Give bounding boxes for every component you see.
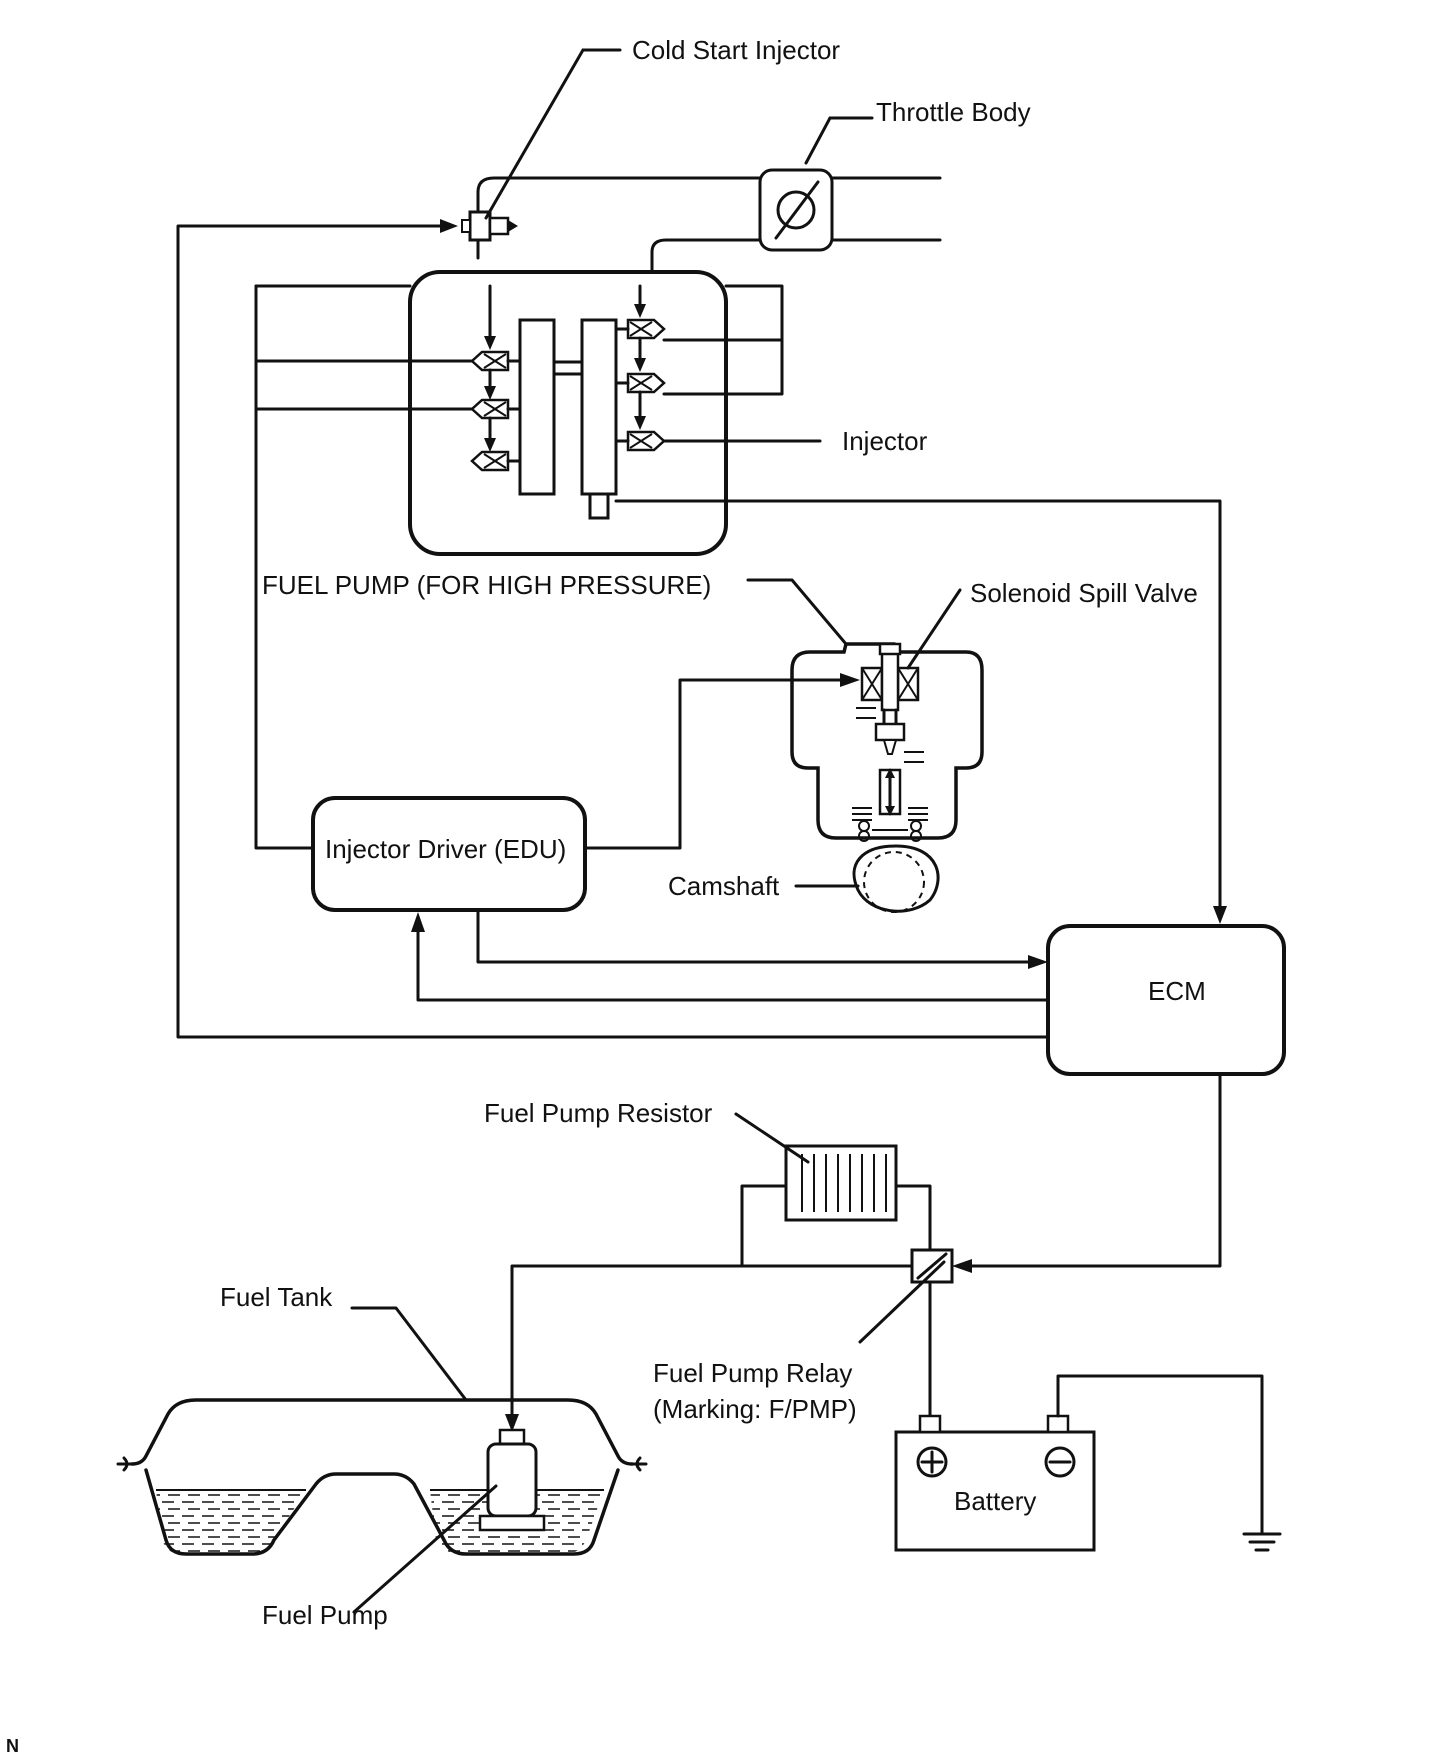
ecm-label: ECM xyxy=(1148,976,1206,1006)
injector-driver-label: Injector Driver (EDU) xyxy=(325,834,566,864)
relay-wiring xyxy=(505,1072,1222,1432)
injector-icon xyxy=(470,398,522,420)
rail-to-ecm-line xyxy=(614,499,1227,924)
relay-leader xyxy=(858,1260,946,1344)
injector-driver-box xyxy=(311,796,587,912)
high-pressure-pump-label: FUEL PUMP (FOR HIGH PRESSURE) xyxy=(262,570,711,600)
minus-icon xyxy=(1044,1446,1076,1478)
fuel-pump-resistor-symbol xyxy=(784,1144,898,1222)
battery-label: Battery xyxy=(954,1486,1036,1516)
injector-wiring xyxy=(254,284,784,850)
cold-start-injector-label: Cold Start Injector xyxy=(632,35,840,65)
fuel-pump-symbol xyxy=(478,1428,546,1532)
injector-label: Injector xyxy=(842,426,928,456)
ground-wiring xyxy=(1056,1374,1282,1552)
injector-icon xyxy=(614,372,666,394)
throttle-body-label: Throttle Body xyxy=(876,97,1031,127)
solenoid-spill-valve-label: Solenoid Spill Valve xyxy=(970,578,1198,608)
high-pressure-pump xyxy=(790,642,984,842)
cold-start-leader xyxy=(484,48,585,220)
edu-to-solenoid-line xyxy=(583,673,860,850)
fuel-pump-relay-label: Fuel Pump Relay xyxy=(653,1358,852,1388)
right-injector-bank xyxy=(614,284,666,452)
fuel-pump-relay-marking: (Marking: F/PMP) xyxy=(653,1394,857,1424)
fuel-rails xyxy=(518,318,618,520)
camshaft-symbol xyxy=(852,844,940,913)
fuel-tank-label: Fuel Tank xyxy=(220,1282,333,1312)
resistor-leader xyxy=(734,1112,810,1164)
high-pressure-pump-leader xyxy=(746,578,848,646)
injector-icon xyxy=(614,318,666,340)
injector-icon xyxy=(470,350,522,372)
fuel-tank-leader xyxy=(350,1306,468,1402)
fuel-pump-resistor-label: Fuel Pump Resistor xyxy=(484,1098,713,1128)
edu-ecm-lines xyxy=(411,908,1050,1002)
injector-icon xyxy=(470,450,522,472)
solenoid-leader xyxy=(906,588,962,670)
fuel-pump-leader xyxy=(352,1484,498,1614)
fuel-tank-symbol xyxy=(116,1398,648,1556)
battery-symbol xyxy=(894,1414,1096,1552)
engine-block xyxy=(408,270,728,556)
fuel-pump-relay-symbol xyxy=(910,1248,954,1284)
plus-icon xyxy=(916,1446,948,1478)
camshaft-label: Camshaft xyxy=(668,871,780,901)
ecm-to-cold-start-line xyxy=(176,219,1050,1039)
throttle-body-symbol xyxy=(758,168,834,252)
left-injector-bank xyxy=(470,284,522,472)
injector-icon xyxy=(614,430,666,452)
corner-mark: N xyxy=(6,1736,19,1756)
cold-start-injector-symbol xyxy=(461,210,518,242)
fuel-pump-label: Fuel Pump xyxy=(262,1600,388,1630)
intake-pipe xyxy=(476,176,942,274)
throttle-body-leader xyxy=(804,116,832,165)
